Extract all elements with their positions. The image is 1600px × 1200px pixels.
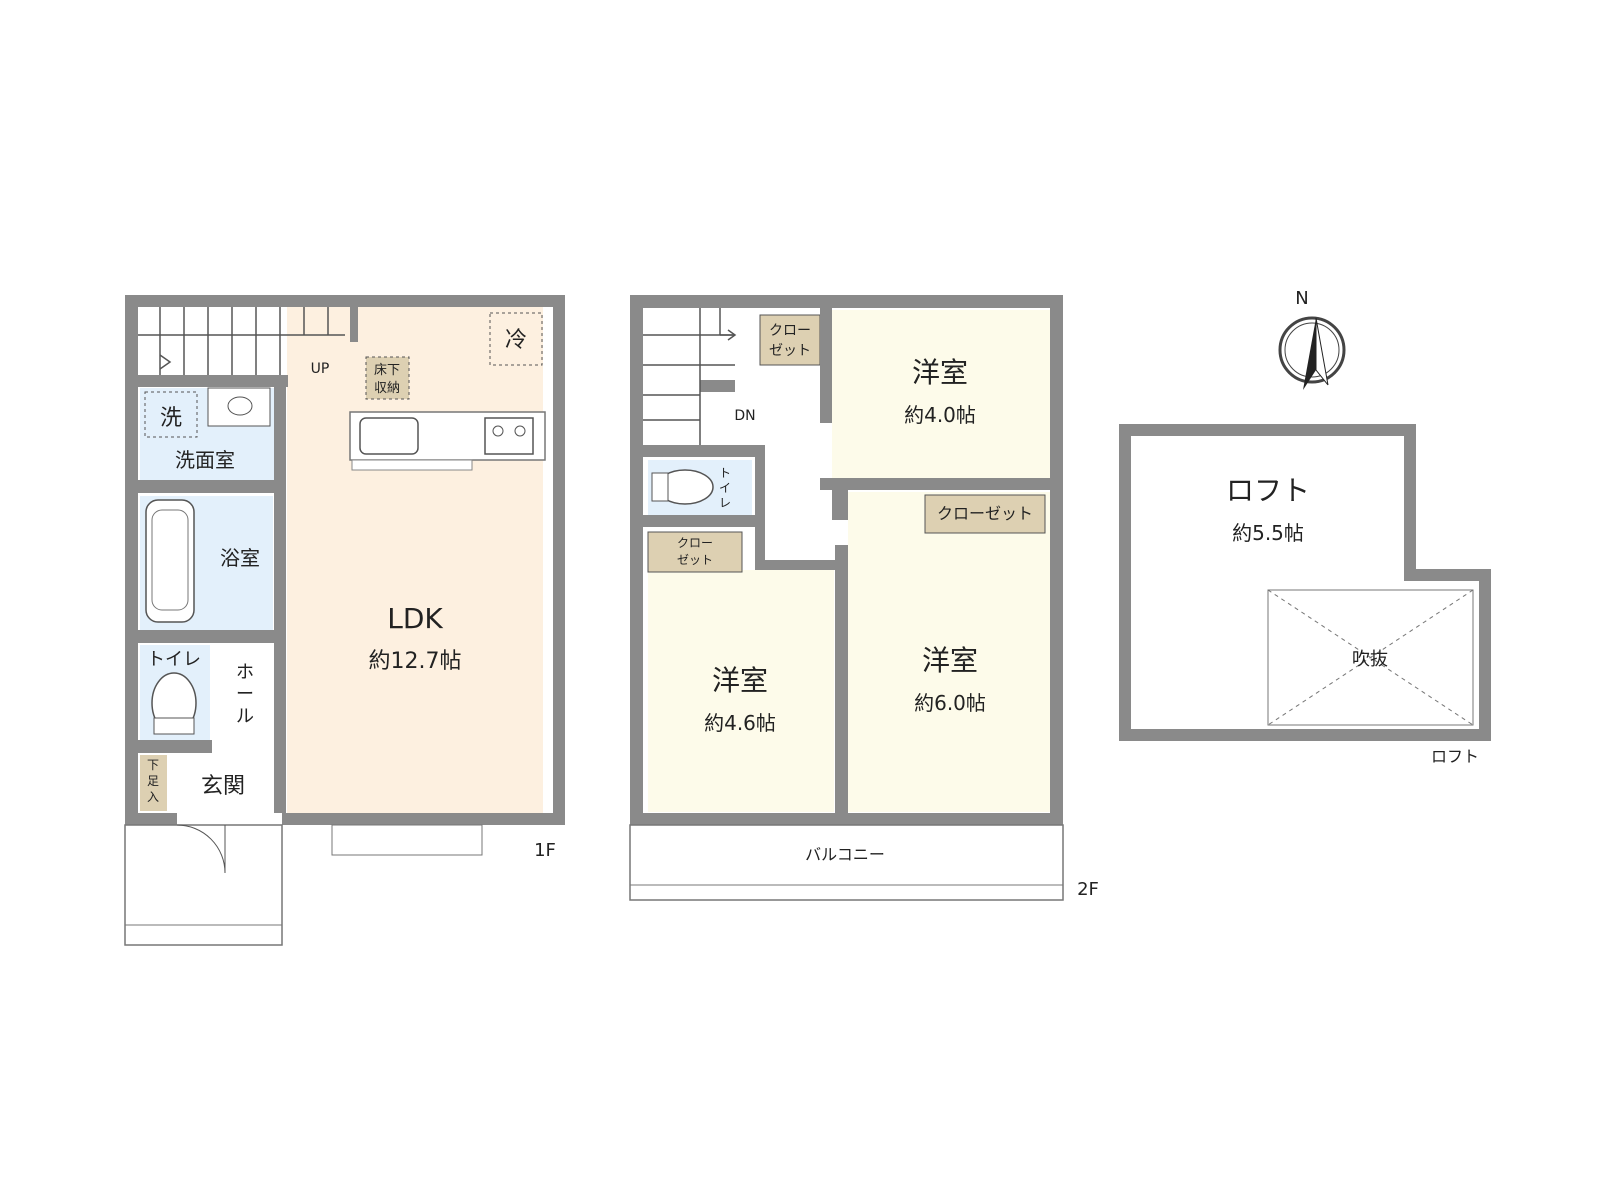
bedroom-c-floor — [848, 492, 1050, 812]
bedroom-a-size: 約4.0帖 — [904, 403, 976, 427]
closet-b-label-1: クロー — [677, 536, 713, 550]
toilet-2f-label-1: ト — [719, 466, 731, 480]
compass-arrow-icon — [1303, 318, 1316, 390]
wash-basin — [207, 387, 271, 427]
bedroom-b-label: 洋室 — [712, 664, 768, 697]
floor-1: LDK 約12.7帖 浴室 洗面室 洗 冷 床下 収納 トイレ ホ ー ル 玄関… — [124, 295, 565, 946]
void-label: 吹抜 — [1352, 649, 1388, 670]
kitchen-sink — [359, 417, 419, 455]
toilet-1f-label: トイレ — [147, 649, 201, 670]
loft-label: ロフト — [1226, 474, 1310, 507]
floor-2: 洋室 約4.0帖 洋室 約4.6帖 洋室 約6.0帖 クロー ゼット クロー ゼ… — [629, 295, 1099, 901]
ldk-label: LDK — [387, 602, 443, 635]
hall-label-1: ホ — [236, 662, 254, 683]
stove-icon — [484, 417, 534, 455]
shoe-label-3: 入 — [147, 790, 159, 804]
stairs-2f — [643, 308, 737, 445]
loft: ロフト 約5.5帖 吹抜 ロフト — [1119, 424, 1491, 766]
closet-c — [924, 494, 1046, 534]
loft-size: 約5.5帖 — [1232, 521, 1304, 545]
washer-space — [144, 391, 198, 438]
laundry-mark: 洗 — [160, 406, 182, 431]
fridge-mark: 冷 — [505, 328, 527, 353]
bathtub — [145, 499, 195, 623]
underfloor-label-1: 床下 — [374, 363, 400, 378]
closet-b — [647, 531, 743, 573]
toilet-2f-label-3: レ — [719, 496, 731, 510]
stairs-up-label: UP — [311, 361, 330, 377]
underfloor-label-2: 収納 — [374, 381, 400, 396]
closet-a-label-2: ゼット — [769, 343, 811, 359]
bedroom-b-floor — [648, 570, 834, 812]
hall-label-2: ー — [236, 684, 254, 705]
ldk-size: 約12.7帖 — [369, 649, 462, 674]
deck-1f — [331, 824, 483, 856]
balcony-label: バルコニー — [805, 845, 885, 864]
balcony — [629, 824, 1064, 901]
bath-label: 浴室 — [220, 546, 260, 570]
entrance-porch — [124, 824, 283, 946]
closet-a — [759, 314, 821, 366]
floor-2-caption: 2F — [1077, 879, 1099, 900]
closet-b-label-2: ゼット — [677, 553, 713, 567]
bedroom-a-label: 洋室 — [912, 356, 968, 389]
bedroom-c-size: 約6.0帖 — [914, 691, 986, 715]
hall-label-3: ル — [236, 706, 254, 727]
bedroom-b-size: 約4.6帖 — [704, 711, 776, 735]
loft-caption: ロフト — [1431, 747, 1479, 766]
closet-a-label-1: クロー — [769, 323, 811, 339]
toilet-2f-label-2: イ — [719, 481, 731, 495]
washroom-label: 洗面室 — [175, 448, 235, 472]
ldk-floor — [287, 302, 543, 813]
floor-1-caption: 1F — [534, 840, 556, 861]
north-compass: N — [1278, 288, 1346, 390]
entrance-label: 玄関 — [201, 774, 245, 799]
shoe-closet — [140, 755, 167, 811]
shoe-label-1: 下 — [147, 758, 159, 772]
stairs-1f — [138, 307, 345, 375]
compass-north-label: N — [1295, 288, 1308, 309]
compass-ring — [1278, 316, 1346, 384]
bedroom-c-label: 洋室 — [922, 644, 978, 677]
closet-c-label: クローゼット — [937, 504, 1033, 523]
shoe-label-2: 足 — [147, 774, 159, 788]
bedroom-a-floor — [832, 310, 1050, 478]
fridge-space — [489, 312, 543, 366]
stairs-dn-label: DN — [734, 408, 755, 424]
underfloor-storage — [365, 356, 410, 400]
